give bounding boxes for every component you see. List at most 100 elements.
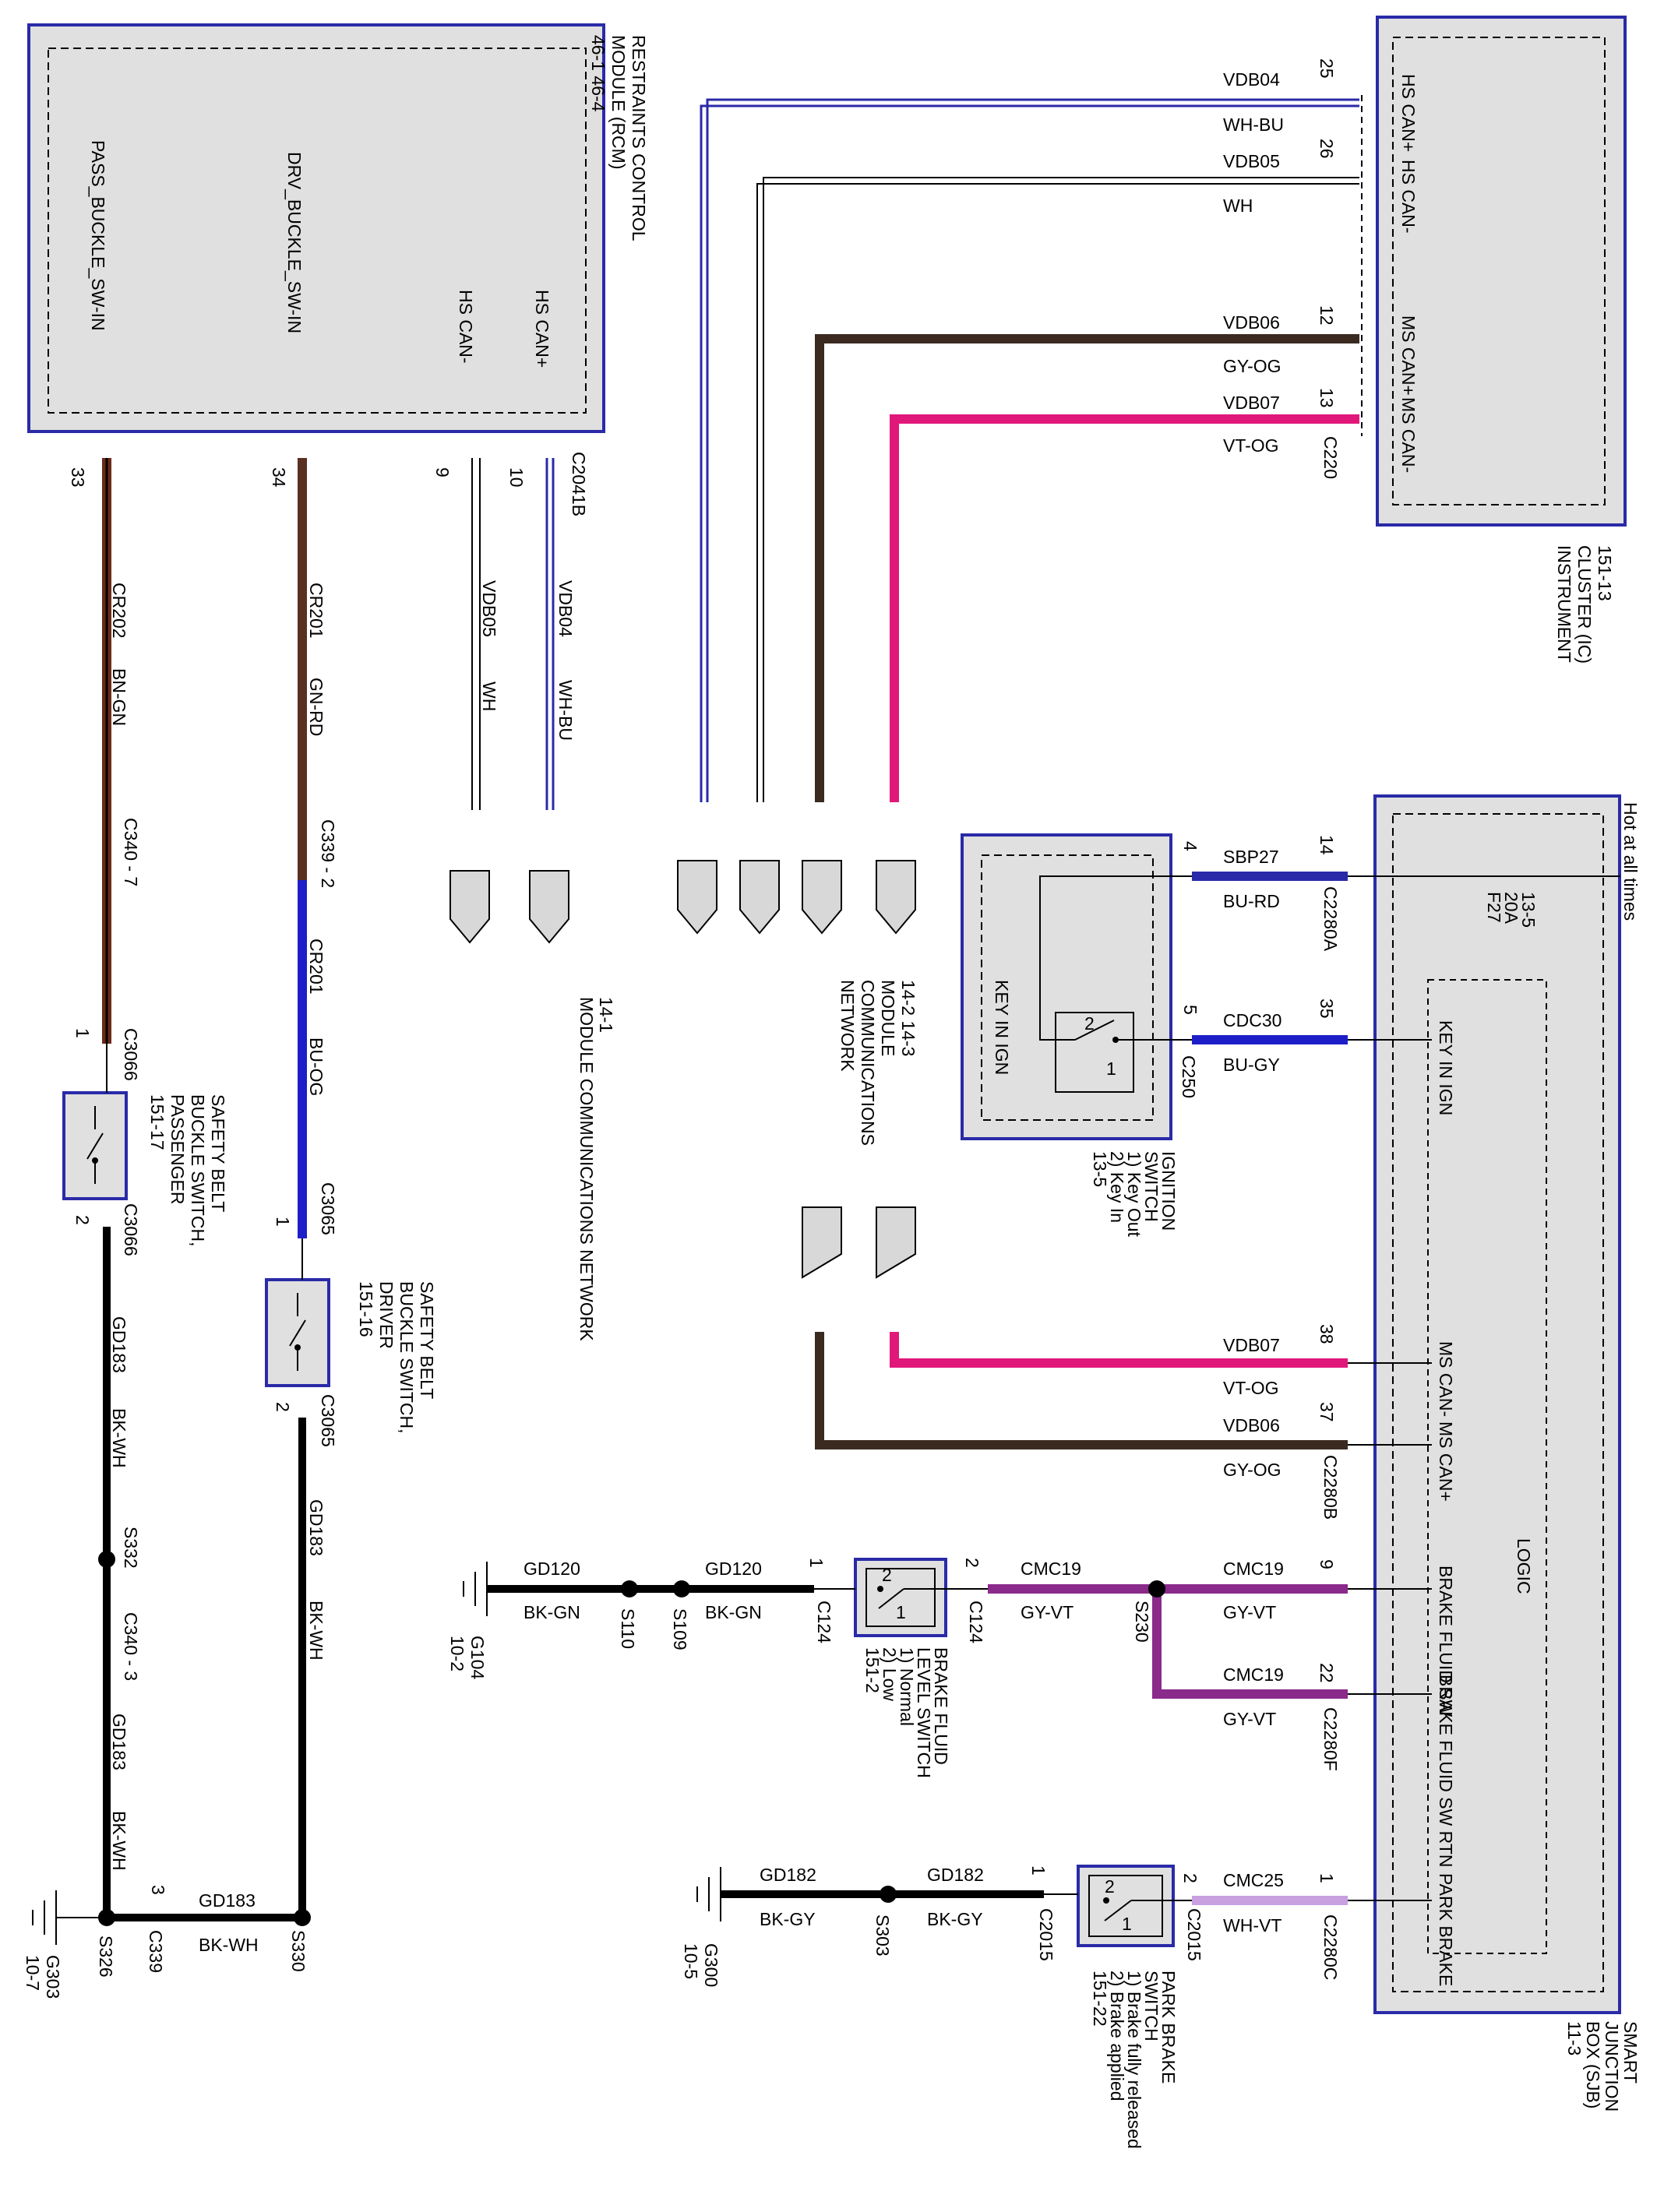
gd120-b-splice: S109	[670, 1608, 690, 1650]
cmc25-circuit: CMC25	[1223, 1870, 1284, 1890]
rcm-pin-hs-minus: HS CAN-	[456, 290, 476, 364]
ground-g300-symbol	[696, 1867, 721, 1921]
w14-circuit: SBP27	[1223, 847, 1279, 867]
w14-pin: 14	[1317, 835, 1337, 855]
ignition-title-4: 2) Key In	[1107, 1151, 1127, 1223]
pass-low-splice: S332	[121, 1527, 141, 1569]
w37-circuit: VDB06	[1223, 1415, 1280, 1435]
sjb-pin-brake-fluid: BRAKE FLUID SW	[1436, 1566, 1456, 1717]
sjb-pin-park: PARK BRAKE	[1436, 1873, 1456, 1986]
bf-mid-splice: S230	[1132, 1601, 1152, 1643]
g300-2: 10-5	[681, 1943, 701, 1979]
drv-switch-pin-a: 1	[273, 1217, 293, 1227]
pass-switch-conn-bot: C3066	[121, 1203, 141, 1256]
pass-switch-title-4: 151-17	[147, 1094, 167, 1150]
ign-sw-1: 1	[1106, 1058, 1116, 1079]
ignition-title-5: 13-5	[1090, 1151, 1110, 1187]
rcm-pin-drv: DRV_BUCKLE_SW-IN	[284, 152, 305, 333]
drv-switch-title-2: BUCKLE SWITCH,	[397, 1281, 417, 1434]
sjb-conn-f: C2280F	[1320, 1707, 1341, 1771]
gd120-a-splice: S110	[618, 1608, 638, 1649]
g303-2: 10-7	[23, 1955, 43, 1991]
ic-w2-circuit: VDB05	[1223, 151, 1280, 171]
bf-sw-1: 1	[896, 1602, 906, 1622]
w35-pin-ign: 5	[1180, 1005, 1200, 1015]
ignition-title-1: IGNITION	[1158, 1151, 1179, 1231]
pb-title-4: 2) Brake applied	[1107, 1971, 1127, 2101]
drv-circuit: CR201	[306, 583, 326, 639]
w22-color: GY-VT	[1223, 1709, 1276, 1729]
w9-circuit: CMC19	[1223, 1559, 1284, 1579]
pass-low-color: BK-WH	[109, 1408, 129, 1468]
w35-color: BU-GY	[1223, 1055, 1280, 1075]
w9-pin: 9	[1317, 1559, 1337, 1569]
g303-1: G303	[43, 1955, 63, 1999]
ic-w1-pin: 25	[1317, 58, 1337, 79]
ic-title-1: INSTRUMENT	[1554, 545, 1574, 663]
pb-title-3: 1) Brake fully released	[1124, 1971, 1144, 2149]
pb-title-5: 151-22	[1090, 1971, 1110, 2027]
gd182-a-circuit: GD182	[760, 1865, 816, 1885]
ic-w3-circuit: VDB06	[1223, 312, 1280, 333]
drv-switch-pin-b: 2	[273, 1402, 293, 1412]
ign-sw-2: 2	[1084, 1013, 1095, 1034]
pb-title-2: SWITCH	[1141, 1971, 1162, 2041]
ic-w4-color: VT-OG	[1223, 435, 1279, 456]
network-n1: 14-1	[596, 997, 616, 1033]
ic-title-2: CLUSTER (IC)	[1574, 545, 1595, 664]
rcm-connector: C2041B	[569, 452, 589, 516]
pb-sw-1: 1	[1122, 1914, 1132, 1934]
rcm-box	[27, 23, 605, 433]
network-n1-text: MODULE COMMUNICATIONS NETWORK	[576, 997, 597, 1341]
w9-color: GY-VT	[1223, 1602, 1276, 1622]
w35-pin: 35	[1317, 999, 1337, 1019]
bf-mid-color: GY-VT	[1021, 1602, 1073, 1622]
pass-color: BN-GN	[109, 668, 129, 726]
bf-title-1: BRAKE FLUID	[931, 1647, 951, 1765]
pass-switch-pin-b: 2	[72, 1215, 93, 1225]
rcm-title-2: MODULE (RCM)	[608, 35, 629, 170]
drv-switch-conn-top: C3065	[318, 1182, 338, 1235]
gd182-a-color: BK-GY	[760, 1909, 816, 1929]
ic-w2-pin: 26	[1317, 139, 1337, 159]
pass-c340-7: C340 - 7	[121, 818, 141, 886]
drv-switch-title-1: SAFETY BELT	[417, 1281, 437, 1399]
gd183-h-splice: S330	[288, 1930, 308, 1972]
pass-switch-title-1: SAFETY BELT	[208, 1094, 228, 1212]
bf-title-2: LEVEL SWITCH	[914, 1647, 934, 1778]
sjb-pin-key: KEY IN IGN	[1436, 1020, 1456, 1115]
ic-connector: C220	[1320, 436, 1341, 479]
w14-pin-ign: 4	[1180, 841, 1200, 851]
pass-switch-title-3: PASSENGER	[167, 1094, 188, 1204]
w37-color: GY-OG	[1223, 1460, 1281, 1480]
w22-pin: 22	[1317, 1663, 1337, 1683]
sjb-pin-ms-plus: MS CAN+	[1436, 1421, 1456, 1502]
hs-plus-color: WH-BU	[555, 680, 576, 741]
gd183-h-color: BK-WH	[199, 1935, 259, 1955]
network-n2-1: 14-2 14-3	[898, 980, 918, 1056]
sjb-title-2: JUNCTION	[1602, 2021, 1622, 2112]
sjb-pin-brake-fluid-rtn: BRAKE FLUID SW RTN	[1436, 1675, 1456, 1868]
pass-switch-pin-a: 1	[72, 1028, 93, 1038]
rcm-pin-hs-plus: HS CAN+	[532, 290, 552, 368]
sjb-box	[1373, 794, 1621, 2014]
rcm-title-3: 46-1 46-4	[588, 35, 608, 112]
hs-plus-pin: 10	[506, 467, 527, 488]
pass-low-color2: BK-WH	[109, 1811, 129, 1871]
drv-pin-top: 34	[269, 467, 289, 488]
bf-conn-left: C124	[814, 1601, 834, 1643]
cmc25-pin-sw: 2	[1180, 1873, 1200, 1883]
ignition-contact-box	[1055, 1012, 1134, 1093]
pass-switch-conn-top: C3066	[121, 1028, 141, 1081]
s326: S326	[96, 1936, 116, 1978]
w14-color: BU-RD	[1223, 891, 1280, 911]
pass-switch-title-2: BUCKLE SWITCH,	[188, 1094, 208, 1247]
sjb-fuse-3: 13-5	[1518, 892, 1539, 928]
gd183-h-circuit: GD183	[199, 1890, 256, 1911]
gd183-h-pin: 3	[148, 1885, 168, 1895]
ground-g303-symbol	[32, 1890, 107, 1945]
sjb-conn-c: C2280C	[1320, 1914, 1341, 1980]
gd182-a-splice: S303	[873, 1914, 893, 1957]
g104-1: G104	[467, 1636, 488, 1679]
